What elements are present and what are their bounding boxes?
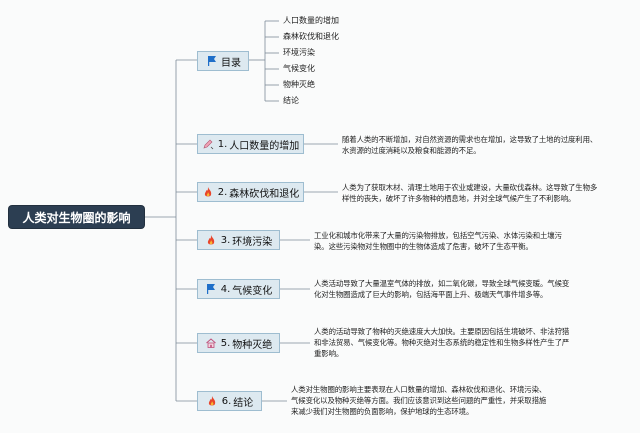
- pencil-icon: [202, 138, 215, 151]
- description-extinction: 人类的活动导致了物种的灭绝速度大大加快。主要原因包括生境破坏、非法狩猎 和非法贸…: [314, 327, 570, 358]
- description-pollution: 工业化和城市化带来了大量的污染物排放，包括空气污染、水体污染和土壤污 染。这些污…: [314, 231, 562, 251]
- description-climate-change: 人类活动导致了大量温室气体的排放，如二氧化碳，导致全球气候变暖。气候变 化对生物…: [314, 279, 570, 299]
- toc-item[interactable]: 人口数量的增加: [283, 16, 339, 25]
- topic-population[interactable]: 1. 人口数量的增加: [197, 134, 304, 154]
- topic-pollution[interactable]: 3. 环境污染: [197, 230, 280, 250]
- fire-icon: [202, 186, 215, 199]
- topic-extinction[interactable]: 5. 物种灭绝: [197, 333, 280, 353]
- fire-icon: [205, 234, 218, 247]
- flag-icon: [205, 283, 218, 296]
- root-topic[interactable]: 人类对生物圈的影响: [9, 206, 144, 228]
- topic-deforestation[interactable]: 2. 森林砍伐和退化: [197, 182, 304, 202]
- fire-icon: [206, 395, 219, 408]
- description-deforestation: 人类为了获取木材、清理土地用于农业或建设，大量砍伐森林。这导致了生物多 样性的丧…: [342, 183, 598, 203]
- topic-toc[interactable]: 目录: [197, 51, 249, 71]
- topic-conclusion[interactable]: 6. 结论: [197, 391, 262, 411]
- description-population: 随着人类的不断增加，对自然资源的需求也在增加，这导致了土地的过度利用、 水资源的…: [342, 135, 598, 155]
- description-conclusion: 人类对生物圈的影响主要表现在人口数量的增加、森林砍伐和退化、环境污染、 气候变化…: [291, 385, 547, 416]
- home-icon: [205, 337, 218, 350]
- toc-item[interactable]: 环境污染: [283, 48, 315, 57]
- topic-climate-change[interactable]: 4. 气候变化: [197, 279, 280, 299]
- toc-item[interactable]: 森林砍伐和退化: [283, 32, 339, 41]
- toc-item[interactable]: 物种灭绝: [283, 80, 315, 89]
- flag-icon: [205, 55, 218, 68]
- toc-item[interactable]: 气候变化: [283, 64, 315, 73]
- toc-item[interactable]: 结论: [283, 96, 299, 105]
